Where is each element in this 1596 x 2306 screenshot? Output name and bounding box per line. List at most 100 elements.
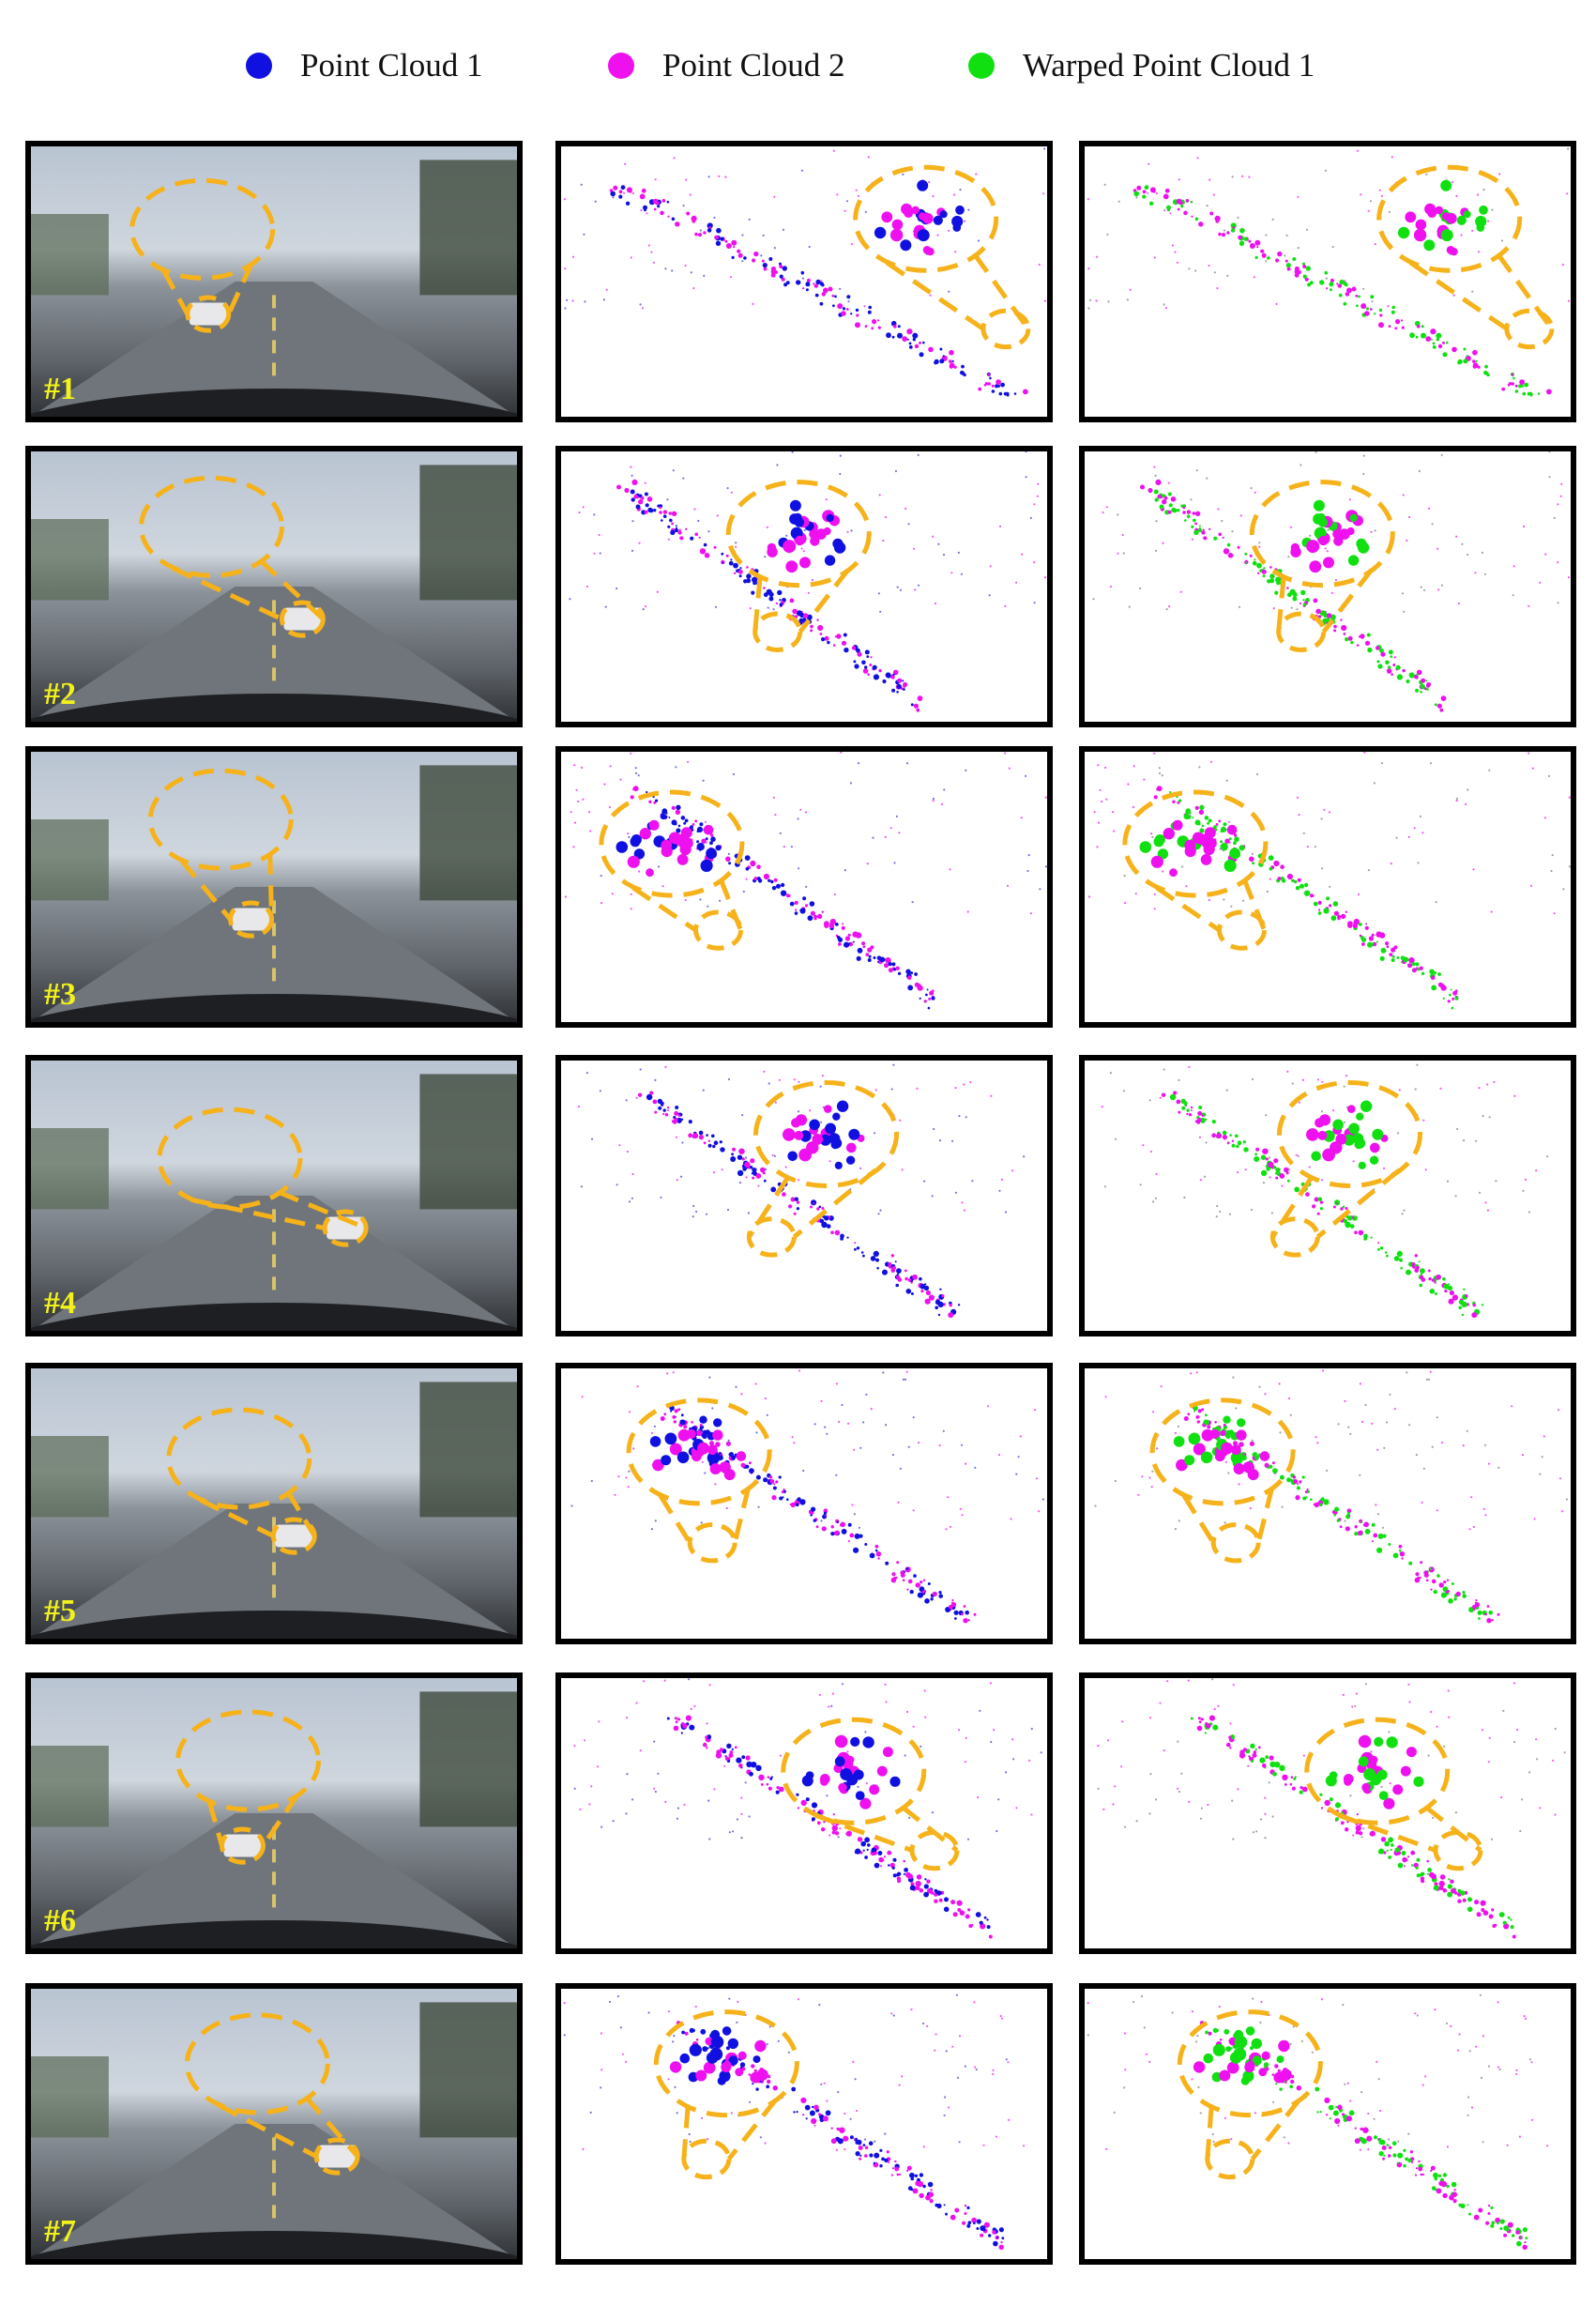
point [729,276,732,279]
point-cloud-plot [1092,451,1571,712]
point [1419,1283,1422,1288]
point [1345,292,1350,297]
point [1269,867,1273,871]
point [740,1812,743,1815]
point [993,1729,996,1732]
point [1167,492,1172,496]
point [1393,1408,1396,1411]
zoom-connector [172,566,283,621]
point [874,1862,880,1869]
point [787,1151,798,1162]
point [739,567,742,570]
point [891,2167,895,2170]
point [1163,303,1165,306]
point [1228,841,1231,844]
point [1254,239,1261,246]
point [686,1428,696,1439]
point [735,2068,744,2077]
point [1426,1859,1429,1863]
point [767,1776,770,1779]
point [700,2116,704,2119]
point [1155,192,1158,195]
point [1269,878,1271,880]
point [898,2084,901,2086]
point [1334,1817,1339,1822]
point [1550,869,1553,873]
point [787,2051,790,2054]
point [1402,668,1406,673]
point [860,1840,866,1847]
zoom-connector [1155,885,1221,933]
point [1370,1750,1373,1753]
point [1255,772,1259,776]
point [597,1765,600,1768]
point [720,1147,725,1153]
point-cloud-panel-warped [1079,1983,1576,2265]
point [1440,584,1444,587]
point [760,1167,766,1173]
point [689,2027,694,2033]
point [828,923,835,929]
point [1323,808,1326,811]
point [1168,503,1173,508]
point [1407,2132,1410,2135]
point [1178,799,1182,802]
point [716,514,719,517]
point [697,1442,709,1455]
point [1471,1312,1478,1319]
point [1227,1472,1230,1474]
point [1122,552,1125,555]
point [1251,1077,1254,1081]
point [1242,1140,1246,1144]
point [754,1168,757,1170]
point [1567,147,1570,150]
point [1343,301,1347,306]
point [1096,255,1099,258]
point [1324,270,1329,275]
point [1249,2046,1254,2051]
point [848,1128,860,1140]
zoom-ellipse [1304,1717,1451,1825]
point [1267,256,1270,260]
point [1221,1442,1233,1455]
point [896,1561,900,1565]
point [1242,2069,1254,2083]
point [660,1196,662,1199]
point [924,1878,927,1881]
point [991,384,995,388]
point [1478,1617,1481,1620]
point [748,2073,752,2076]
point [916,708,920,712]
point [919,352,924,358]
point [992,2230,996,2235]
point [1477,193,1480,196]
point [652,1458,664,1472]
point [808,245,811,249]
point [821,292,827,297]
point [630,893,632,895]
point [1223,898,1225,901]
zoom-connector [217,2102,318,2159]
point [796,280,801,285]
point [1190,498,1193,501]
point [1413,827,1416,830]
point [1030,1727,1033,1731]
point [1167,208,1170,212]
point [1364,1683,1368,1686]
point [751,1762,757,1768]
point [1369,200,1373,203]
point [818,1693,821,1696]
point [780,890,787,896]
point [683,821,687,825]
point [1199,2112,1202,2115]
point [1400,1765,1411,1777]
point [926,2024,929,2028]
point [741,234,744,237]
point [1252,560,1257,566]
point [998,525,1002,527]
point [863,305,866,308]
point [1161,1092,1166,1097]
point [1503,2225,1510,2232]
point [1370,1236,1373,1239]
point [707,905,709,908]
